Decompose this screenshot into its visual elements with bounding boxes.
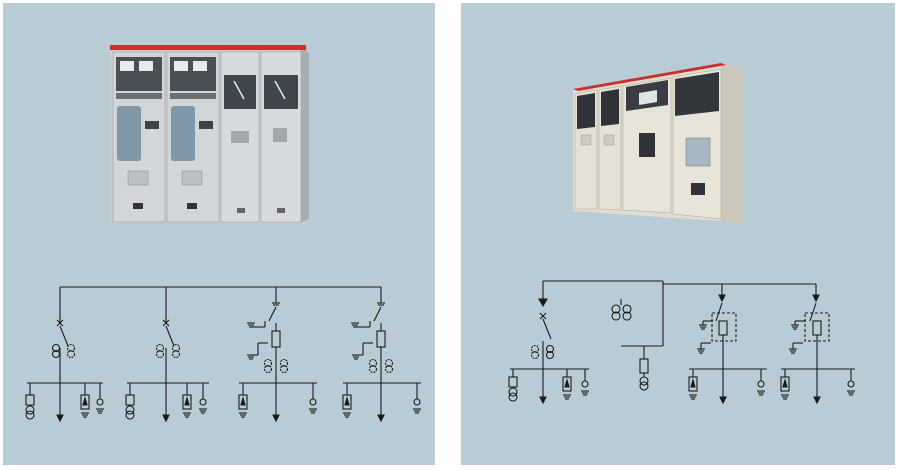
right-panel-drawing <box>508 63 855 405</box>
single-line-diagram-right <box>508 280 855 405</box>
right-panel <box>461 3 895 465</box>
left-panel <box>3 3 435 465</box>
switchgear-photo-right <box>573 63 743 225</box>
single-line-diagram-left <box>25 286 421 423</box>
left-panel-drawing <box>25 45 421 423</box>
switchgear-photo-left <box>110 45 309 223</box>
